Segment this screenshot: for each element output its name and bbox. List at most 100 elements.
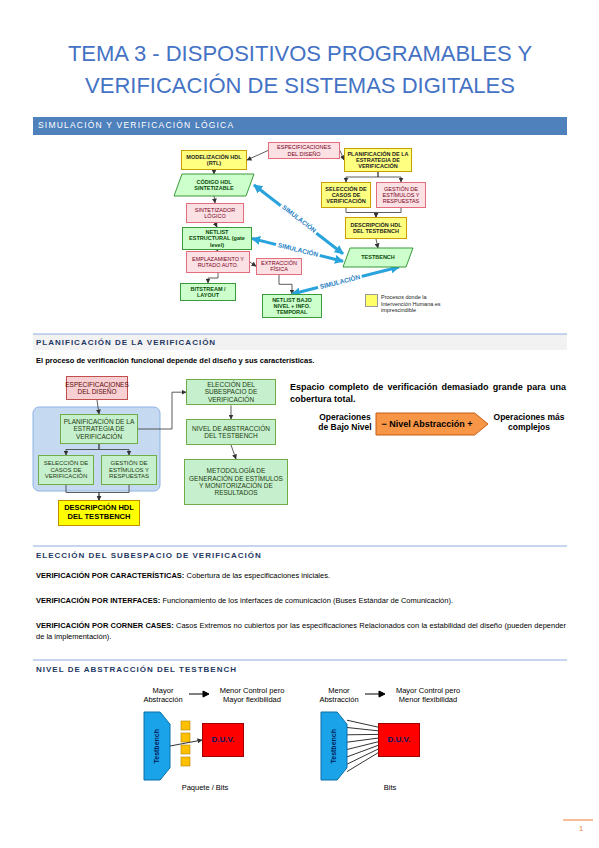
- legend-text: Procesos donde la Intervención Humana es…: [381, 294, 445, 314]
- process-box: GESTIÓN DE ESTÍMULOS Y RESPUESTAS: [376, 182, 426, 208]
- node-text: PLANIFICACIÓN DE LA ESTRATEGIA DE VERIFI…: [63, 418, 135, 440]
- node-text: MODELIZACIÓN HDL (RTL): [184, 154, 244, 167]
- connector: [66, 485, 99, 500]
- shape-fill: [343, 248, 413, 267]
- shape-fill: [376, 413, 488, 435]
- connector: [347, 720, 378, 727]
- process-box: PLANIFICACIÓN DE LA ESTRATEGIA DE VERIFI…: [60, 414, 138, 444]
- process-box: METODOLOGÍA DE GENERACIÓN DE ESTÍMULOS Y…: [184, 459, 288, 505]
- section-band: SIMULACIÓN Y VERIFICACIÓN LÓGICA: [33, 117, 567, 135]
- text-run: VERIFICACIÓN POR INTERFACES:: [36, 596, 160, 605]
- process-box: SINTETIZADOR LÓGICO: [186, 203, 244, 223]
- node-text: EXTRACCIÓN FÍSICA: [259, 260, 299, 273]
- connector-label: SIMULACIÓN: [317, 272, 363, 291]
- definition-text: VERIFICACIÓN POR CARACTERÍSTICAS:Cobertu…: [36, 571, 566, 581]
- definition-text: VERIFICACIÓN POR CORNER CASES:Casos Extr…: [36, 620, 566, 642]
- connector: [346, 172, 378, 182]
- text-run: Menor Control pero Mayor flexibilidad: [220, 686, 285, 704]
- node-text: ESPECIFICACIONES DEL DISEÑO: [65, 381, 129, 396]
- process-box: DESCRIPCIÓN HDL DEL TESTBENCH: [58, 500, 140, 526]
- connector: [170, 740, 202, 746]
- heading-rule: [33, 334, 567, 335]
- connector: [247, 151, 268, 161]
- node-text: BITSTREAM / LAYOUT: [183, 286, 233, 299]
- definition-text: VERIFICACIÓN POR INTERFACES:Funcionamien…: [36, 596, 566, 606]
- text-run: Operaciones de Bajo Nivel: [318, 412, 371, 432]
- text-run: PLANIFICACIÓN DE LA VERIFICACIÓN: [36, 338, 216, 347]
- text-run: Cobertura de las especificaciones inicia…: [187, 571, 330, 580]
- axis-label: Menor Control pero Mayor flexibilidad: [210, 686, 294, 704]
- text-run: Bits: [384, 783, 397, 792]
- process-box: ELECCIÓN DEL SUBESPACIO DE VERIFICACIÓN: [186, 379, 276, 405]
- connector: [279, 275, 292, 294]
- text-run: VERIFICACIÓN POR CORNER CASES:: [36, 621, 174, 630]
- process-box: ESPECIFICACIONES DEL DISEÑO: [268, 142, 340, 159]
- connector: [138, 392, 186, 429]
- node-text: ELECCIÓN DEL SUBESPACIO DE VERIFICACIÓN: [189, 381, 273, 403]
- node-text: CÓDIGO HDL SINTETIZABLE: [183, 179, 245, 192]
- legend-row: Procesos donde la Intervención Humana es…: [365, 294, 445, 314]
- node-text: EMPLAZAMIENTO Y RUTADO AUTO.: [189, 256, 247, 269]
- text-run: VERIFICACIÓN POR CARACTERÍSTICAS:: [36, 571, 184, 580]
- section-heading: PLANIFICACIÓN DE LA VERIFICACIÓN: [36, 338, 566, 347]
- page-number: 1: [572, 824, 590, 833]
- text-run: NIVEL DE ABSTRACCIÓN DEL TESTBENCH: [36, 665, 237, 674]
- connector: [66, 444, 99, 455]
- node-text: NETLIST BAJO NIVEL + INFO. TEMPORAL: [265, 297, 319, 316]
- node-text: SINTETIZADOR LÓGICO: [189, 207, 241, 220]
- connector: [347, 753, 378, 772]
- page-rule: [563, 820, 593, 821]
- data-box: BITSTREAM / LAYOUT: [180, 283, 236, 301]
- process-box: DESCRIPCIÓN HDL DEL TESTBENCH: [345, 217, 407, 239]
- node-text: SELECCIÓN DE CASOS DE VERIFICACIÓN: [41, 460, 91, 481]
- node-text: TESTBENCH: [361, 254, 395, 260]
- section-heading: ELECCIÓN DEL SUBESPACIO DE VERIFICACIÓN: [36, 551, 566, 560]
- intro-text: El proceso de verificación funcional dep…: [36, 356, 566, 365]
- shape-fill: [144, 712, 170, 780]
- connector: [376, 208, 401, 217]
- duv-block: D.U.V.: [378, 723, 420, 757]
- connector: [214, 170, 215, 174]
- scale-end: Operaciones de Bajo Nivel: [314, 412, 376, 432]
- connector: [231, 445, 236, 459]
- shape-fill: [321, 712, 347, 780]
- node-text: Testbench: [330, 729, 338, 764]
- node-text: GESTIÓN DE ESTÍMULOS Y RESPUESTAS: [104, 460, 154, 481]
- data-box: TESTBENCH: [343, 248, 413, 267]
- figure-caption: Paquete / Bits: [165, 783, 245, 792]
- text-run: Menor Abstracción: [319, 686, 358, 704]
- node-text: NIVEL DE ABSTRACCIÓN DEL TESTBENCH: [189, 425, 273, 440]
- node-text: DESCRIPCIÓN HDL DEL TESTBENCH: [61, 504, 137, 521]
- axis-label: Mayor Control pero Menor flexibilidad: [386, 686, 470, 704]
- node-text: SIMULACIÓN Y VERIFICACIÓN LÓGICA: [38, 121, 234, 131]
- connector: [97, 400, 99, 414]
- process-box: ESPECIFICACIONES DEL DISEÑO: [66, 376, 128, 400]
- text-run: 1: [579, 824, 583, 833]
- testbench-block: Testbench: [144, 712, 170, 780]
- node-text: − Nivel Abstracción +: [381, 419, 472, 429]
- axis-label: Mayor Abstracción: [138, 686, 188, 704]
- shape-fill: [174, 174, 254, 196]
- connector: [376, 239, 378, 248]
- text-run: Espacio completo de verificación demasia…: [290, 382, 566, 404]
- node-text: NETLIST ESTRUCTURAL (gate level): [185, 229, 249, 248]
- connector: [378, 172, 401, 182]
- process-box: SELECCIÓN DE CASOS DE VERIFICACIÓN: [321, 182, 371, 208]
- connector: [347, 734, 378, 735]
- axis-label: Menor Abstracción: [314, 686, 364, 704]
- heading-rule: [33, 660, 567, 661]
- testbench-block: Testbench: [321, 712, 347, 780]
- connector: [99, 444, 129, 455]
- process-box: SELECCIÓN DE CASOS DE VERIFICACIÓN: [38, 455, 94, 485]
- node-text: METODOLOGÍA DE GENERACIÓN DE ESTÍMULOS Y…: [187, 467, 285, 497]
- node-text: ESPECIFICACIONES DEL DISEÑO: [271, 144, 337, 157]
- group-panel: [33, 407, 160, 491]
- node-text: D.U.V.: [212, 735, 235, 744]
- page-title: TEMA 3 - DISPOSITIVOS PROGRAMABLES Y VER…: [20, 38, 580, 102]
- text-run: ELECCIÓN DEL SUBESPACIO DE VERIFICACIÓN: [36, 551, 262, 560]
- connector: [292, 267, 399, 294]
- note-text: Espacio completo de verificación demasia…: [290, 381, 566, 405]
- text-run: Mayor Abstracción: [143, 686, 182, 704]
- connector: [347, 742, 378, 750]
- text-run: El proceso de verificación funcional dep…: [36, 356, 314, 365]
